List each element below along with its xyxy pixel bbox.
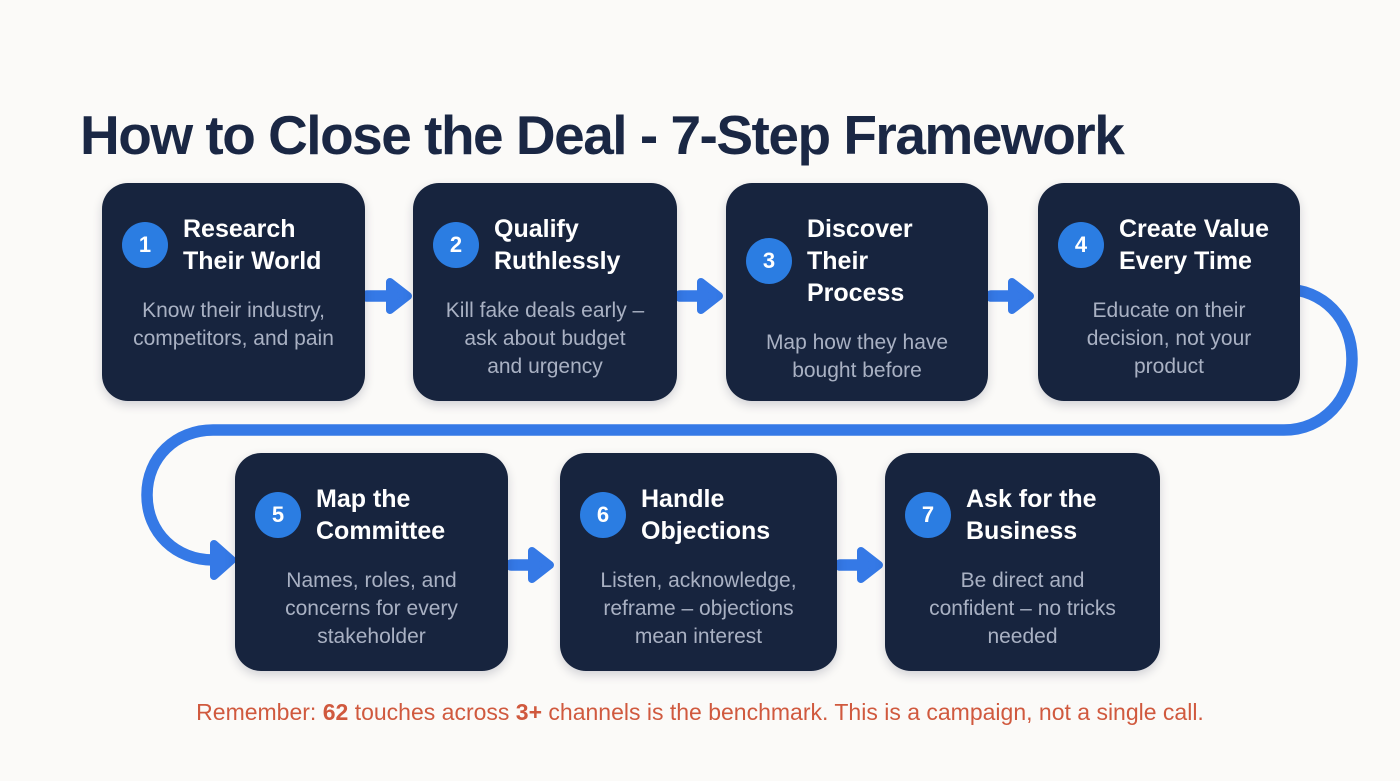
step-5-number-badge: 5 xyxy=(255,492,301,538)
step-4-number-badge: 4 xyxy=(1058,222,1104,268)
step-5-title: Map the Committee xyxy=(316,485,446,545)
step-6-title: Handle Objections xyxy=(641,485,771,545)
step-card-7: 7 Ask for the Business Be direct and con… xyxy=(885,453,1160,671)
arrow-step3-step4 xyxy=(985,278,1034,314)
footer-touches-count: 62 xyxy=(322,699,349,725)
step-card-3: 3 Discover Their Process Map how they ha… xyxy=(726,183,988,401)
step-6-number-badge: 6 xyxy=(580,492,626,538)
step-card-6: 6 Handle Objections Listen, acknowledge,… xyxy=(560,453,837,671)
step-7-title: Ask for the Business xyxy=(966,485,1097,545)
footer-channels-count: 3+ xyxy=(515,699,543,725)
step-2-header: 2 Qualify Ruthlessly xyxy=(413,183,677,277)
footer-suffix: channels is the benchmark. This is a cam… xyxy=(542,699,1204,725)
step-1-header: 1 Research Their World xyxy=(102,183,365,277)
step-card-2: 2 Qualify Ruthlessly Kill fake deals ear… xyxy=(413,183,677,401)
step-5-description: Names, roles, and concerns for every sta… xyxy=(285,569,458,648)
footer-benchmark-note: Remember: 62 touches across 3+ channels … xyxy=(0,699,1400,726)
arrow-step4-step5-curve xyxy=(141,283,1358,580)
step-2-number-badge: 2 xyxy=(433,222,479,268)
step-card-1: 1 Research Their World Know their indust… xyxy=(102,183,365,401)
step-6-header: 6 Handle Objections xyxy=(560,453,837,547)
arrow-step5-step6 xyxy=(505,547,554,583)
step-card-4: 4 Create Value Every Time Educate on the… xyxy=(1038,183,1300,401)
arrow-step2-step3 xyxy=(674,278,723,314)
step-1-title: Research Their World xyxy=(183,215,322,275)
step-7-header: 7 Ask for the Business xyxy=(885,453,1160,547)
step-3-description: Map how they have bought before xyxy=(765,331,949,382)
step-4-title: Create Value Every Time xyxy=(1119,215,1270,275)
page-title: How to Close the Deal - 7-Step Framework xyxy=(80,103,1125,166)
step-7-description: Be direct and confident – no tricks need… xyxy=(929,569,1116,648)
step-card-5: 5 Map the Committee Names, roles, and co… xyxy=(235,453,508,671)
footer-middle: touches across xyxy=(348,699,516,725)
step-1-number-badge: 1 xyxy=(122,222,168,268)
footer-prefix: Remember: xyxy=(196,699,323,725)
step-6-description: Listen, acknowledge, reframe – objection… xyxy=(600,569,797,648)
step-5-header: 5 Map the Committee xyxy=(235,453,508,547)
step-4-header: 4 Create Value Every Time xyxy=(1038,183,1300,277)
step-3-header: 3 Discover Their Process xyxy=(726,183,988,309)
step-2-title: Qualify Ruthlessly xyxy=(494,215,621,275)
arrow-step6-step7 xyxy=(834,547,883,583)
arrow-step1-step2 xyxy=(361,278,412,314)
step-1-description: Know their industry, competitors, and pa… xyxy=(133,299,334,350)
step-7-number-badge: 7 xyxy=(905,492,951,538)
step-2-description: Kill fake deals early – ask about budget… xyxy=(445,299,645,378)
step-3-number-badge: 3 xyxy=(746,238,792,284)
step-4-description: Educate on their decision, not your prod… xyxy=(1086,299,1252,378)
step-3-title: Discover Their Process xyxy=(807,215,913,307)
